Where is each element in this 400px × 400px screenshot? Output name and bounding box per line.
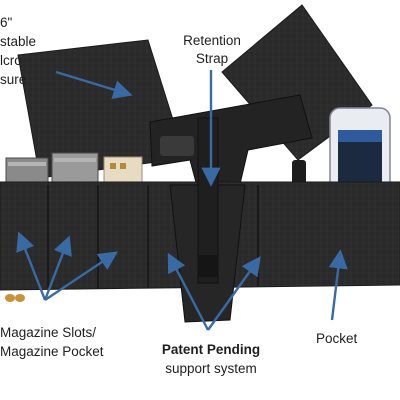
- velcro-label-line1: 6": [0, 15, 13, 30]
- magazine-label-line1: Magazine Slots/: [0, 325, 97, 340]
- retention-label-line1: Retention: [183, 33, 241, 48]
- pocket-label: Pocket: [316, 331, 358, 346]
- velcro-label-line4: sure: [0, 72, 27, 87]
- ammo-box-icon: [103, 156, 143, 184]
- retention-strap-icon: [197, 117, 219, 284]
- velcro-label-line3: lcro: [0, 53, 22, 68]
- annotation-arrows: [16, 70, 348, 331]
- retention-label-line2: Strap: [195, 51, 229, 66]
- patent-label-line1: Patent Pending: [161, 342, 261, 357]
- pistol-icon: [149, 94, 313, 191]
- patent-label-line2: support system: [165, 361, 257, 376]
- velcro-label-line2: stable: [0, 34, 37, 49]
- smartphone-icon: [329, 107, 391, 204]
- bullets-icon: [5, 294, 25, 302]
- magazine-label-line2: Magazine Pocket: [0, 344, 104, 359]
